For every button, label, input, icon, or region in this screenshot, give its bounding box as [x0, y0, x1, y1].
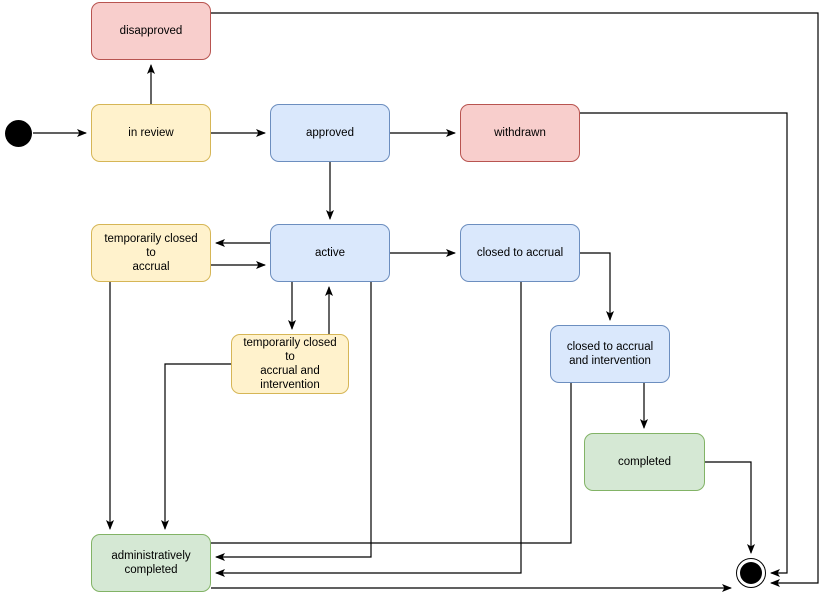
edge-completed-to-final: [705, 461, 755, 554]
state-closed-to-accrual-and-intervention[interactable]: closed to accrual and intervention: [550, 325, 670, 383]
state-administratively-completed[interactable]: administratively completed: [91, 534, 211, 592]
edge-closed-to-accrual-to-closed-and-intervention: [580, 252, 614, 321]
edge-closed-to-accrual-to-admin-completed: [215, 282, 522, 577]
final-state-dot: [740, 562, 762, 584]
state-label: in review: [128, 127, 174, 139]
state-label: completed: [617, 456, 672, 468]
state-in-review[interactable]: in review: [91, 104, 211, 162]
state-completed[interactable]: completed: [584, 433, 705, 491]
state-label: temporarily closed to accrual and interv…: [243, 337, 337, 391]
initial-state-node[interactable]: [5, 120, 32, 147]
state-active[interactable]: active: [270, 224, 390, 282]
state-disapproved[interactable]: disapproved: [91, 2, 211, 60]
state-label: closed to accrual: [476, 247, 564, 259]
edge-closed-and-intervention-to-admin-completed: [211, 383, 572, 544]
state-label: approved: [306, 127, 354, 139]
state-label: disapproved: [119, 25, 183, 37]
state-label: active: [314, 247, 346, 259]
state-temporarily-closed-to-accrual[interactable]: temporarily closed to accrual: [91, 224, 211, 282]
state-withdrawn[interactable]: withdrawn: [460, 104, 580, 162]
state-closed-to-accrual[interactable]: closed to accrual: [460, 224, 580, 282]
state-label: administratively completed: [111, 550, 191, 576]
edge-withdrawn-to-final: [580, 112, 788, 577]
state-temporarily-closed-to-accrual-and-intervention[interactable]: temporarily closed to accrual and interv…: [231, 334, 349, 394]
state-label: withdrawn: [494, 127, 546, 139]
state-label: temporarily closed to accrual: [104, 233, 198, 273]
edge-temporarily-closed-and-intervention-to-admin-completed: [161, 363, 231, 530]
state-label: closed to accrual and intervention: [566, 341, 654, 367]
edge-active-to-admin-completed: [215, 282, 372, 561]
state-approved[interactable]: approved: [270, 104, 390, 162]
edge-disapproved-to-final: [211, 12, 819, 587]
